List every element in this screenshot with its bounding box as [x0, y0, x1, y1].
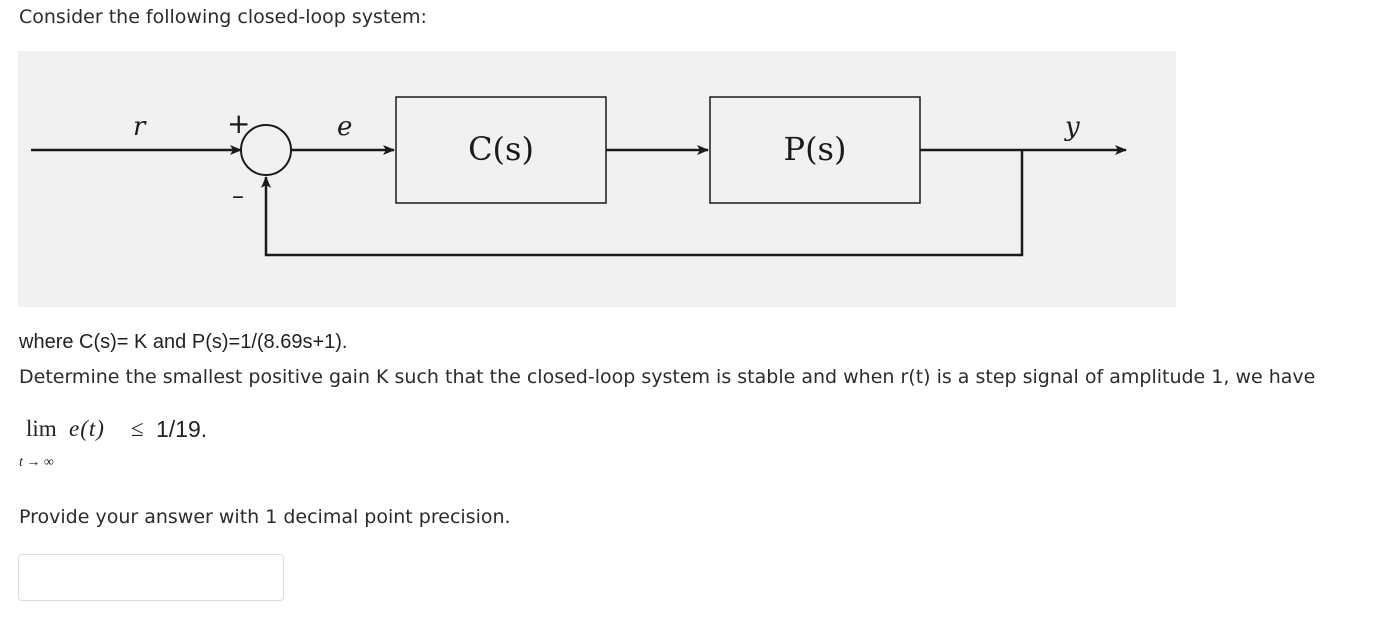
block-diagram-svg: r + – e y C(s) P(s) — [31, 96, 1127, 257]
limit-bound: 1/19. — [156, 416, 208, 442]
limit-subscript-target: ∞ — [43, 455, 54, 470]
limit-subscript: t → ∞ — [19, 455, 54, 471]
feedback-path — [261, 150, 1024, 257]
plus-sign-label: + — [227, 107, 250, 140]
output-signal-label: y — [1064, 112, 1080, 142]
plant-label: P(s) — [784, 130, 847, 168]
error-signal-label: e — [337, 112, 352, 142]
reference-signal-label: r — [133, 112, 147, 142]
limit-relation: ≤ — [131, 416, 144, 441]
block-diagram: r + – e y C(s) P(s) — [18, 51, 1176, 307]
minus-sign-label: – — [232, 182, 244, 210]
controller-block — [395, 96, 607, 204]
question-text: Determine the smallest positive gain K s… — [19, 366, 1316, 388]
instruction-text: Provide your answer with 1 decimal point… — [19, 506, 511, 528]
answer-input[interactable] — [18, 554, 284, 601]
plant-block — [709, 96, 921, 204]
limit-subscript-arrow: → — [26, 455, 41, 470]
controller-label: C(s) — [468, 130, 534, 168]
limit-operator: lim — [26, 416, 57, 441]
limit-expression: e(t) — [69, 416, 105, 441]
limit-subscript-variable: t — [19, 455, 23, 470]
system-definition: where C(s)= K and P(s)=1/(8.69s+1). — [19, 331, 348, 353]
intro-text: Consider the following closed-loop syste… — [19, 6, 427, 28]
